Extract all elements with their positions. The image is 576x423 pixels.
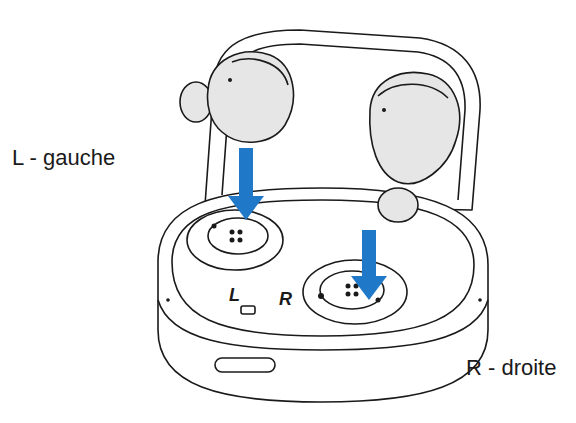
left-earbud-body <box>208 52 294 142</box>
front-notch <box>215 358 275 372</box>
case-rim <box>172 200 474 336</box>
right-earbud-body <box>370 73 460 184</box>
case-marking: R <box>279 290 292 310</box>
right-earbud-tip <box>378 188 418 222</box>
left-cavity <box>187 210 283 270</box>
usb-slot <box>241 306 255 314</box>
left-cavity-inner <box>208 218 268 254</box>
right-cavity <box>303 260 407 324</box>
side-label: L - gauche <box>12 146 115 170</box>
insert-arrows <box>228 148 387 300</box>
case-base <box>158 188 488 402</box>
side-label: R - droite <box>466 356 556 380</box>
case-marking: L <box>229 286 240 306</box>
